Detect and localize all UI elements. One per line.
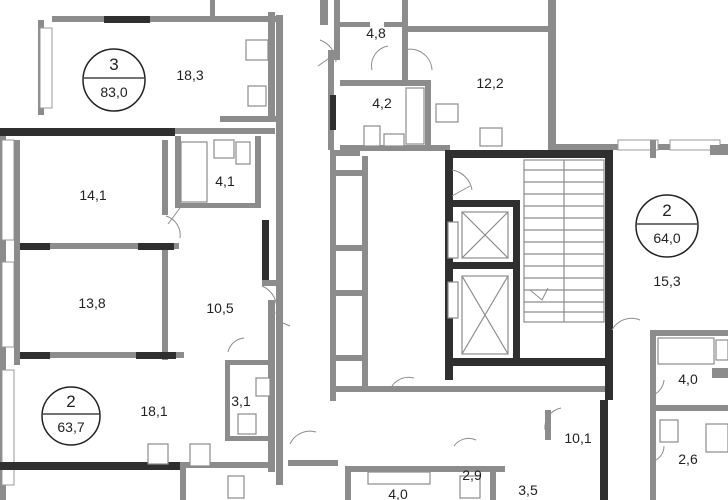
room-area-13-8: 13,8 — [78, 295, 105, 311]
central-corridor-walls — [276, 0, 606, 485]
room-area-15-3: 15,3 — [653, 273, 680, 289]
apartment-3-walls — [0, 0, 276, 136]
room-area-12-2: 12,2 — [476, 75, 503, 91]
room-area-2-6: 2,6 — [678, 451, 698, 467]
room-area-4-1: 4,1 — [215, 173, 235, 189]
apartment-2-right-walls — [556, 139, 728, 500]
apartment-area: 63,7 — [57, 419, 84, 435]
room-area-4-0-right: 4,0 — [678, 371, 698, 387]
room-area-4-2: 4,2 — [372, 95, 392, 111]
corridor-10-5-walls — [225, 220, 276, 472]
apartment-badge-2-left: 2 63,7 — [41, 386, 101, 446]
room-area-10-1: 10,1 — [564, 430, 591, 446]
apartment-number: 3 — [109, 55, 118, 74]
apartment-badge-3: 3 83,0 — [82, 48, 146, 112]
apartment-area: 64,0 — [653, 230, 680, 246]
apartment-number: 2 — [66, 392, 75, 411]
apartment-number: 2 — [662, 201, 671, 220]
room-area-18-3: 18,3 — [176, 67, 203, 83]
apartment-area: 83,0 — [100, 84, 127, 100]
room-area-3-1: 3,1 — [231, 393, 251, 409]
building-core — [445, 150, 613, 400]
room-area-4-8: 4,8 — [366, 25, 386, 41]
top-central-walls — [334, 0, 556, 151]
left-outer-wall — [0, 20, 53, 500]
apartment-2-left-walls — [0, 443, 275, 500]
bottom-middle-walls — [345, 400, 608, 500]
apartment-badge-2-right: 2 64,0 — [635, 194, 699, 258]
room-area-4-0-bottom: 4,0 — [388, 486, 408, 500]
room-labels: 18,3 14,1 13,8 18,1 10,5 4,1 3,1 4,8 4,2… — [78, 25, 698, 500]
room-area-2-9: 2,9 — [462, 467, 482, 483]
room-area-14-1: 14,1 — [79, 187, 106, 203]
room-14-1-walls — [14, 136, 261, 365]
room-13-8-walls — [14, 250, 184, 360]
room-area-3-5: 3,5 — [518, 482, 538, 498]
room-area-18-1: 18,1 — [140, 403, 167, 419]
room-area-10-5: 10,5 — [206, 300, 233, 316]
door-swings — [165, 39, 665, 463]
